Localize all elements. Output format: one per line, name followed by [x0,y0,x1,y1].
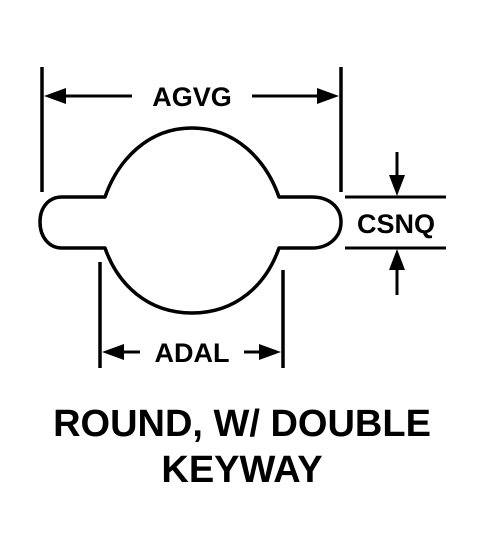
body-width-label: ADAL [155,338,230,368]
round-double-keyway-outline [38,126,343,315]
caption-line-2: KEYWAY [161,449,322,491]
arrowhead-right [317,88,339,104]
arrowhead-up [389,249,405,270]
arrowhead-left [102,344,124,360]
overall-width-dimension: AGVG [40,67,343,192]
arrowhead-right [259,344,281,360]
arrowhead-down [389,175,405,196]
body-width-dimension: ADAL [98,262,285,368]
keyway-height-dimension: CSNQ [345,152,446,295]
arrowhead-left [44,88,66,104]
keyway-height-label: CSNQ [357,209,435,239]
overall-width-label: AGVG [152,82,232,112]
caption-line-1: ROUND, W/ DOUBLE [53,403,431,445]
